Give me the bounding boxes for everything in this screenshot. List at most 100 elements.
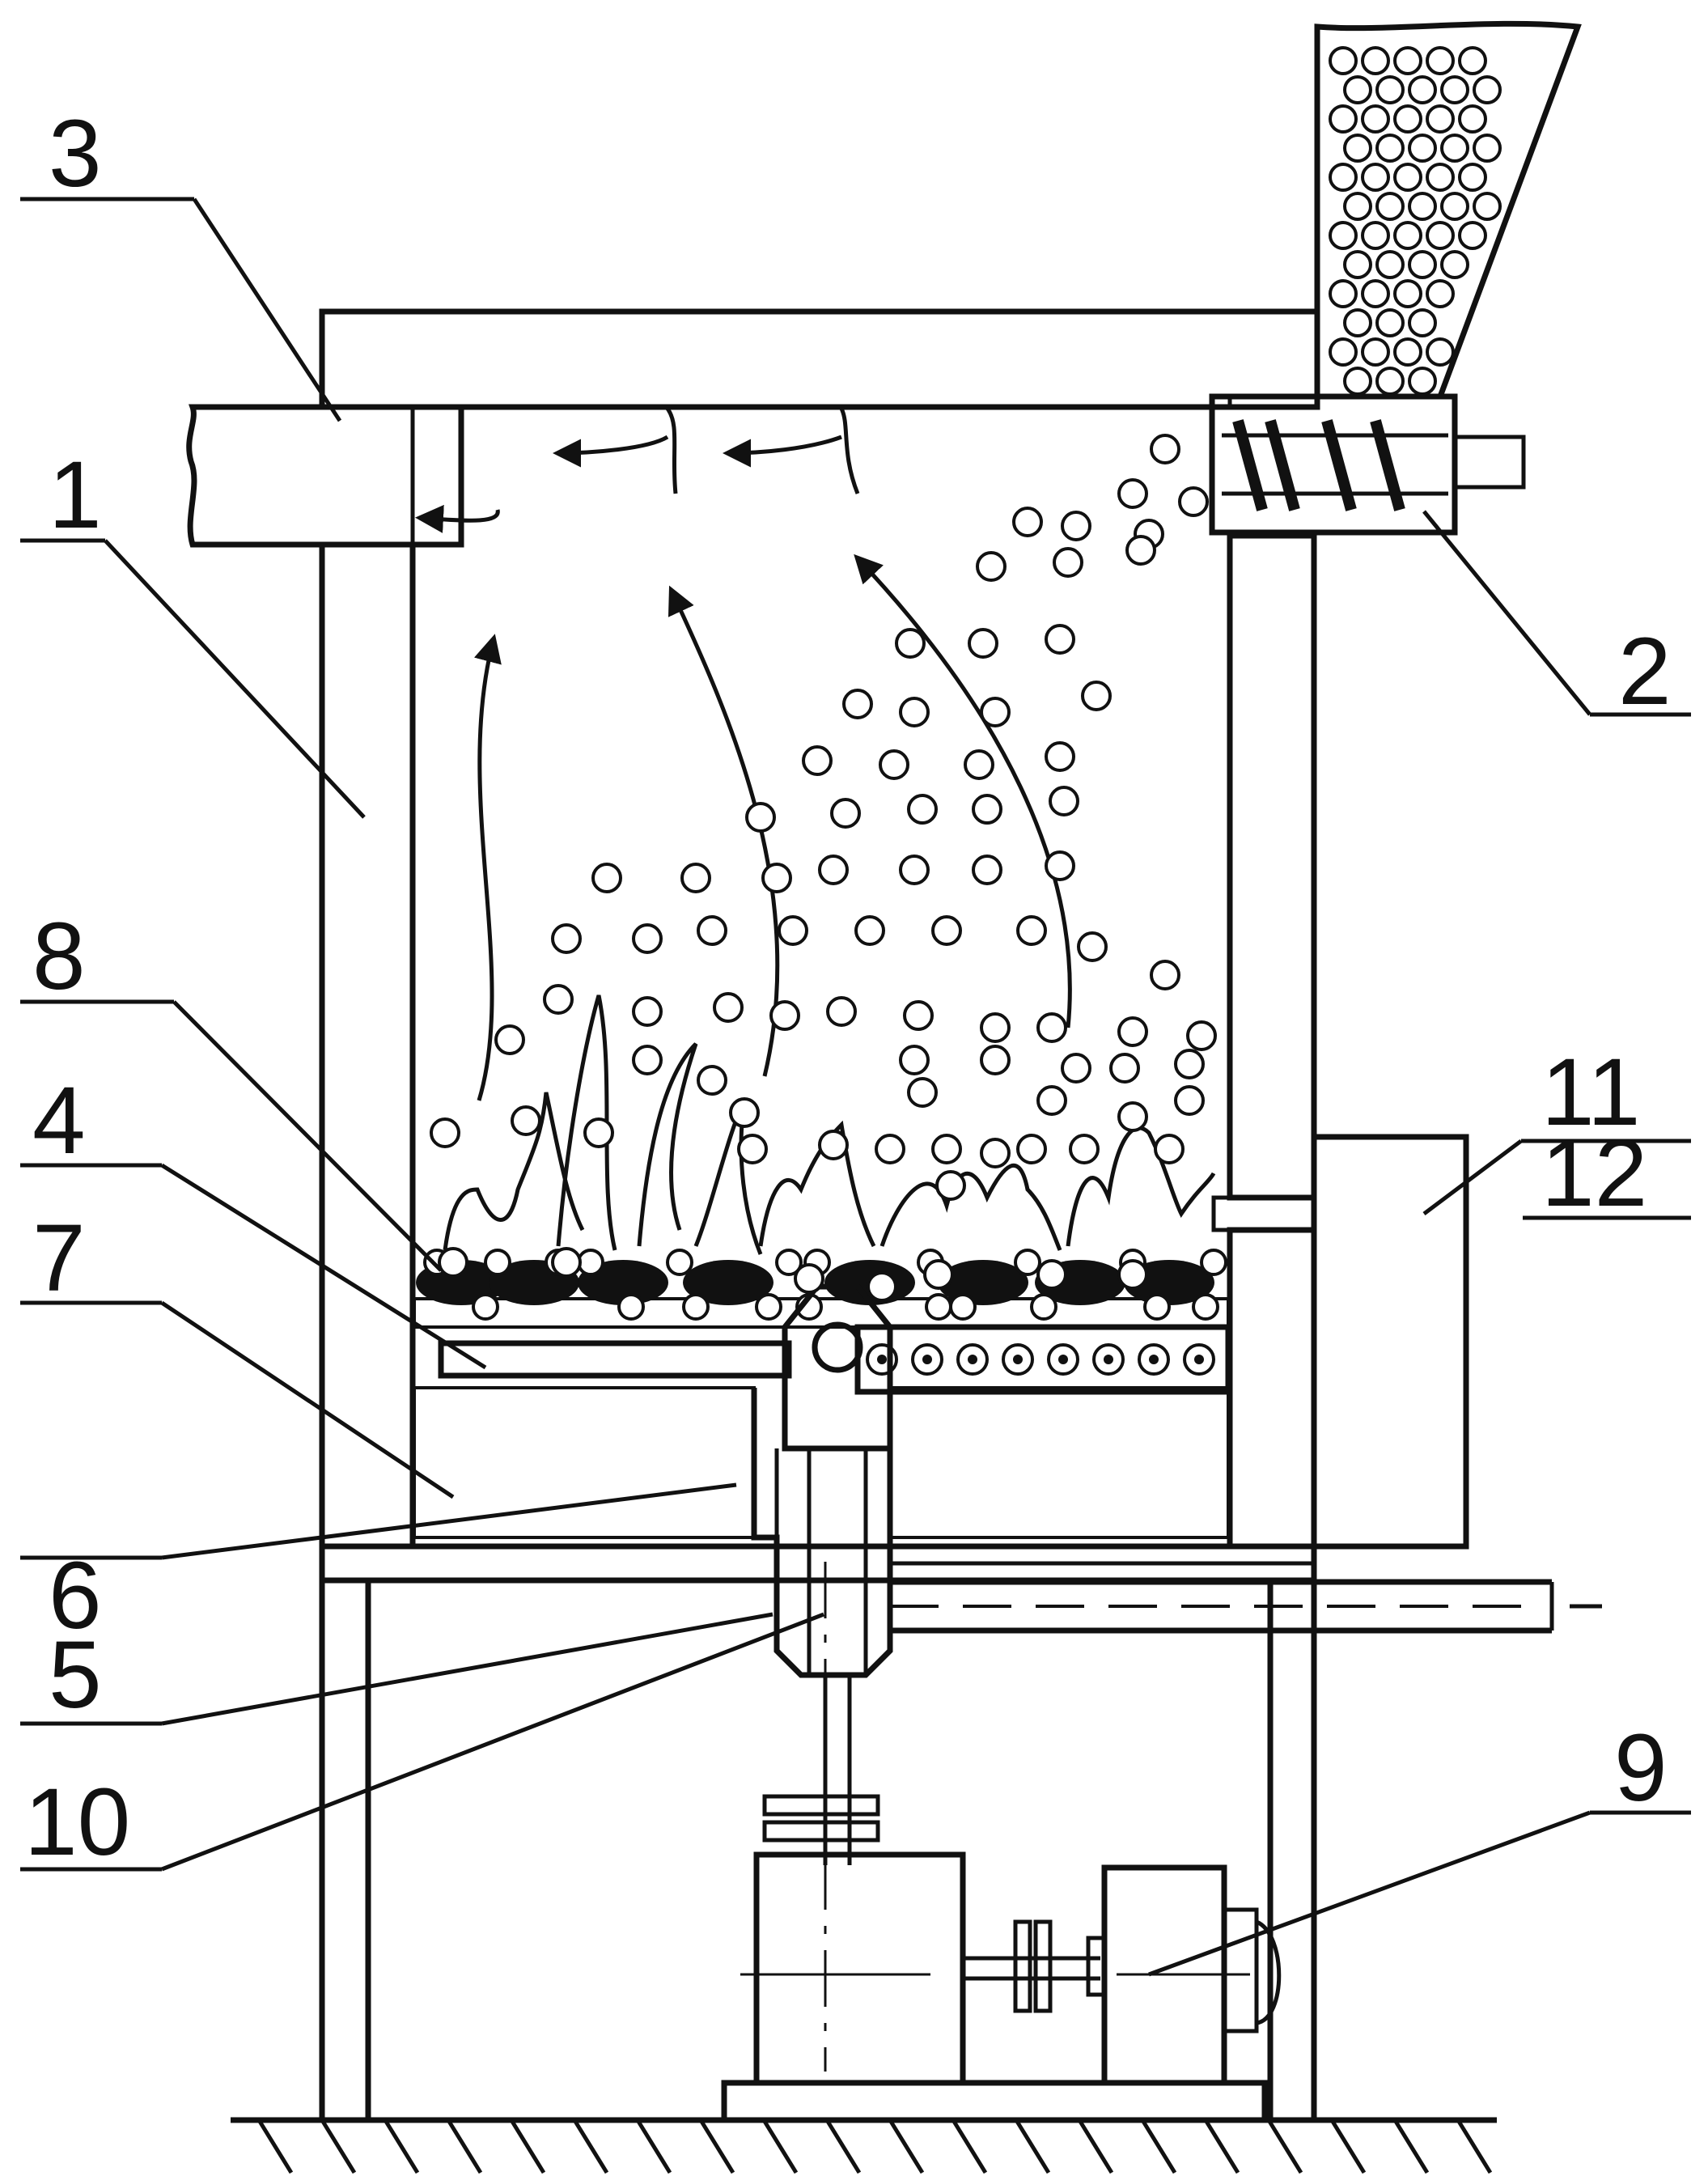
pellet: [1442, 77, 1468, 103]
pellet: [1202, 1250, 1226, 1274]
pellet: [1345, 77, 1371, 103]
ground-hatch: [701, 2120, 733, 2173]
pellet: [1377, 310, 1403, 336]
pellet: [1038, 1014, 1066, 1041]
pellet: [965, 751, 993, 778]
pellet: [1442, 193, 1468, 219]
pellet: [1119, 480, 1146, 507]
support-legs: [322, 1580, 1314, 2120]
pellet: [876, 1135, 904, 1163]
pellet: [1409, 368, 1435, 394]
pellet: [1363, 223, 1388, 248]
pellet: [1176, 1050, 1203, 1078]
roller-axle: [1104, 1355, 1113, 1364]
pellet: [1330, 223, 1356, 248]
pellet: [981, 1046, 1009, 1074]
pellet: [1409, 252, 1435, 278]
pellet: [1395, 106, 1421, 132]
pellet: [1119, 1261, 1146, 1288]
pellet: [496, 1026, 523, 1054]
pellet: [668, 1250, 692, 1274]
pellet: [880, 751, 908, 778]
pellet: [1377, 368, 1403, 394]
pellet: [1330, 106, 1356, 132]
ground-hatch: [574, 2120, 607, 2173]
flames: [445, 995, 1214, 1254]
pellet: [1409, 135, 1435, 161]
pellet: [431, 1119, 459, 1147]
pellet: [1018, 1135, 1045, 1163]
roller-axle: [1058, 1355, 1068, 1364]
pellet: [634, 1046, 661, 1074]
pellet: [439, 1249, 467, 1276]
pellet: [512, 1107, 540, 1134]
pellet: [795, 1265, 823, 1292]
pellet: [1363, 106, 1388, 132]
pellet: [1363, 48, 1388, 74]
pellet: [1070, 1135, 1098, 1163]
falling-pellets: [431, 435, 1215, 1300]
pellet: [553, 1249, 580, 1276]
ground-hatch: [1332, 2120, 1364, 2173]
leader-lines: [20, 199, 1691, 1974]
label-7: 7: [32, 1205, 86, 1312]
pellet: [1188, 1022, 1215, 1050]
pellet: [1345, 135, 1371, 161]
pellet: [1015, 1250, 1040, 1274]
pellet: [1127, 536, 1155, 564]
pellet: [828, 998, 855, 1025]
pellet: [1330, 339, 1356, 365]
pellet: [682, 864, 710, 892]
pellet: [1409, 193, 1435, 219]
pellet: [1442, 135, 1468, 161]
pellet: [1427, 339, 1453, 365]
pellet: [1119, 1018, 1146, 1045]
pellet: [1062, 512, 1090, 540]
pellet: [1474, 135, 1500, 161]
pellet: [1377, 135, 1403, 161]
pellet: [1038, 1261, 1066, 1288]
pellet: [1460, 106, 1485, 132]
roller-axle: [1194, 1355, 1204, 1364]
hopper-pellets: [1330, 48, 1500, 394]
pellet: [1330, 48, 1356, 74]
pellet: [619, 1295, 643, 1319]
pellet: [856, 917, 884, 944]
pellet: [1474, 77, 1500, 103]
ground-hatch: [1142, 2120, 1175, 2173]
pellet: [973, 856, 1001, 884]
pellet: [763, 864, 790, 892]
roller-axle: [968, 1355, 977, 1364]
label-8: 8: [32, 903, 86, 1010]
pellet: [969, 630, 997, 657]
roller-axle: [877, 1355, 887, 1364]
pellet: [684, 1295, 708, 1319]
air-inlet-housing: [754, 1388, 1602, 1675]
pellet: [757, 1295, 781, 1319]
ground-hatch: [1458, 2120, 1490, 2173]
pellet: [901, 1046, 928, 1074]
pellet: [1079, 933, 1106, 961]
pellet: [926, 1295, 951, 1319]
flue-outlet: [189, 407, 461, 545]
pellet: [981, 1139, 1009, 1167]
pellet: [698, 917, 726, 944]
label-4: 4: [32, 1067, 86, 1174]
pellet: [634, 925, 661, 952]
pellet: [820, 1131, 847, 1159]
pellet: [485, 1250, 510, 1274]
pellet: [731, 1099, 758, 1126]
fuel-hopper: [1317, 23, 1578, 397]
pellet: [951, 1295, 975, 1319]
pellet: [739, 1135, 766, 1163]
pellet: [771, 1002, 799, 1029]
pellet: [981, 1014, 1009, 1041]
pellet: [1032, 1295, 1056, 1319]
pellet: [1330, 164, 1356, 190]
pellet: [1155, 1135, 1183, 1163]
pellet: [933, 917, 960, 944]
pellet: [1062, 1054, 1090, 1082]
pellet: [803, 747, 831, 774]
side-chamber: [1214, 1137, 1466, 1546]
